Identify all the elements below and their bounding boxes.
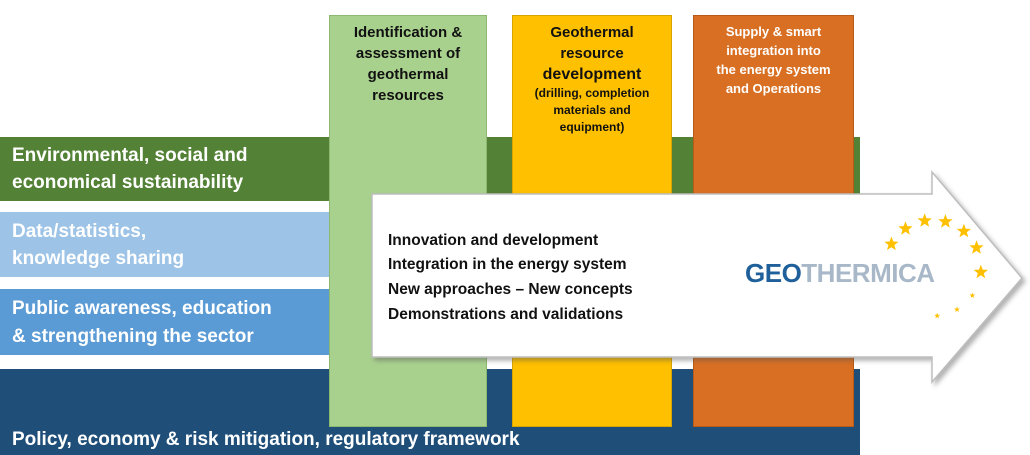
pillar-3-line4: and Operations — [725, 81, 822, 96]
pillar-3-line3: the energy system — [716, 62, 831, 77]
eu-star — [938, 214, 953, 228]
band-data-line2: knowledge sharing — [12, 248, 185, 269]
eu-star — [969, 292, 976, 298]
arrow-text-1: Innovation and development — [388, 232, 599, 249]
pillar-1-line3: geothermal — [367, 66, 449, 83]
arrow-text-4: Demonstrations and validations — [388, 306, 624, 323]
eu-star — [973, 264, 988, 279]
pillar-2-sub3: equipment) — [559, 120, 625, 134]
pillar-3-line2: integration into — [726, 43, 821, 58]
band-pub-line1: Public awareness, education — [12, 298, 272, 319]
band-policy-label: Policy, economy & risk mitigation, regul… — [12, 429, 520, 450]
eu-star — [954, 306, 960, 312]
pillar-1-line4: resources — [372, 87, 444, 104]
pillar-2-line2: resource — [560, 45, 624, 62]
logo-part-geo: GEO — [745, 258, 802, 288]
geothermica-logo: GEOTHERMICA — [745, 258, 935, 289]
pillar-2-sub2: materials and — [553, 103, 631, 117]
pillar-2-sub1: (drilling, completion — [534, 86, 650, 100]
arrow-shape — [371, 169, 1023, 385]
pillar-3-line1: Supply & smart — [725, 24, 822, 39]
eu-star — [956, 223, 971, 238]
eu-star — [917, 213, 932, 227]
arrow-text-2: Integration in the energy system — [388, 256, 627, 273]
band-public-awareness: Public awareness, education & strengthen… — [0, 289, 345, 355]
pillar-1-line1: Identification & — [353, 24, 463, 41]
eu-star — [898, 221, 913, 235]
eu-stars-icon — [884, 213, 988, 319]
pillar-2-line1: Geothermal — [550, 24, 634, 41]
band-env-line1: Environmental, social and — [12, 145, 248, 166]
band-env-line2: economical sustainability — [12, 172, 244, 193]
eu-star — [934, 312, 940, 319]
band-data-statistics: Data/statistics, knowledge sharing — [0, 212, 345, 277]
pillar-1-line2: assessment of — [355, 45, 461, 62]
band-data-line1: Data/statistics, — [12, 221, 147, 242]
logo-part-thermica: THERMICA — [801, 258, 935, 288]
pillar-2-line3: development — [542, 66, 642, 83]
band-pub-line2: & strengthening the sector — [12, 326, 254, 347]
arrow-text-3: New approaches – New concepts — [388, 281, 633, 298]
eu-star — [969, 240, 984, 254]
eu-star — [884, 236, 899, 251]
